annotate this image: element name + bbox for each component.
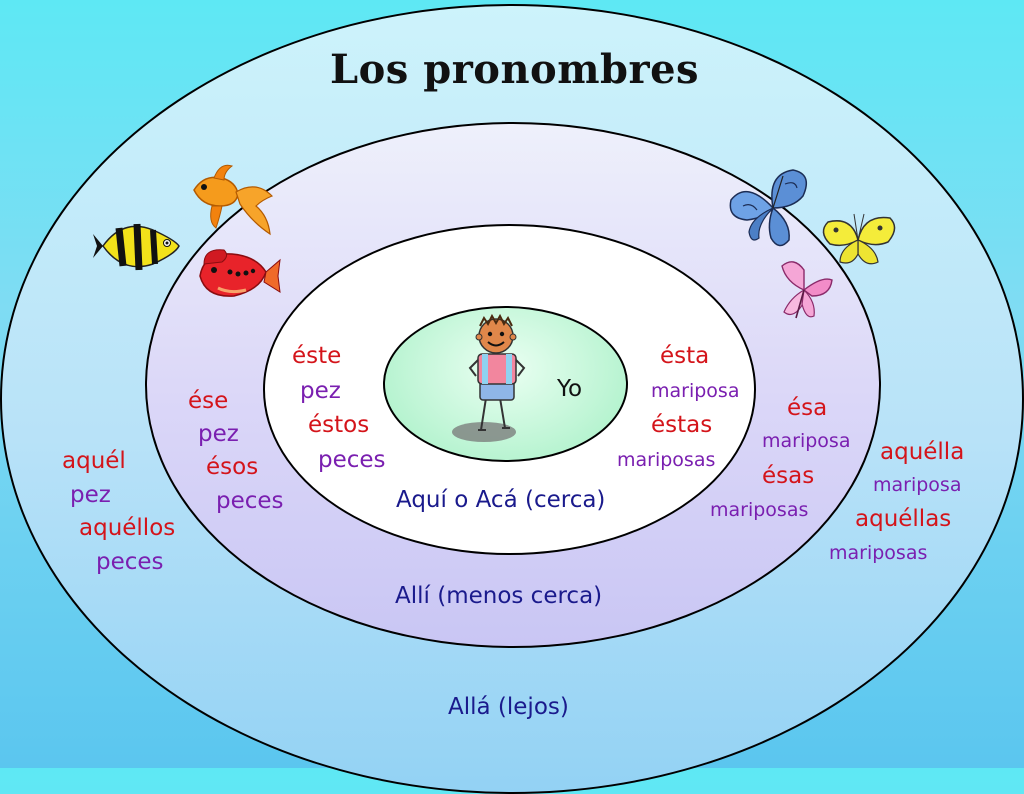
pronoun-este: éste	[292, 343, 342, 369]
pronoun-estos: éstos	[308, 412, 370, 438]
label-aqui: Aquí o Acá (cerca)	[396, 487, 606, 513]
noun-mariposa-mid: mariposa	[762, 430, 851, 452]
yellow-butterfly-icon	[822, 213, 896, 265]
angelfish-icon	[93, 223, 180, 271]
page-title: Los pronombres	[330, 46, 700, 93]
noun-mariposas-mid: mariposas	[710, 499, 809, 521]
pronoun-esta: ésta	[660, 343, 710, 369]
pronoun-aquellos: aquéllos	[79, 515, 176, 541]
pronoun-aquel: aquél	[62, 448, 126, 474]
boy-illustration	[452, 313, 526, 442]
red-fish-icon	[199, 249, 281, 297]
noun-mariposa-far: mariposa	[873, 474, 962, 496]
blue-butterfly-icon	[729, 169, 808, 247]
label-alli: Allí (menos cerca)	[395, 583, 603, 609]
pronoun-diagram: Los pronombres Yo Aquí o Acá (cerca) All…	[0, 4, 1024, 794]
goldfish-icon	[193, 164, 274, 236]
noun-mariposas-near: mariposas	[617, 449, 716, 471]
pronoun-estas: éstas	[651, 412, 713, 438]
noun-peces-near: peces	[318, 447, 386, 473]
pronoun-esos: ésos	[206, 454, 259, 480]
noun-peces-far: peces	[96, 549, 164, 575]
pronoun-ese: ése	[188, 388, 229, 414]
noun-pez-far: pez	[70, 482, 111, 508]
noun-mariposa-near: mariposa	[651, 380, 740, 402]
noun-pez-near: pez	[300, 378, 341, 404]
pronoun-aquella: aquélla	[880, 439, 965, 465]
noun-peces-mid: peces	[216, 488, 284, 514]
pronoun-aquellas: aquéllas	[855, 506, 952, 532]
noun-mariposas-far: mariposas	[829, 542, 928, 564]
label-yo: Yo	[557, 376, 583, 402]
noun-pez-mid: pez	[198, 421, 239, 447]
pink-butterfly-icon	[781, 261, 833, 319]
label-alla: Allá (lejos)	[448, 694, 569, 720]
pronoun-esas: ésas	[762, 463, 815, 489]
pronoun-esa: ésa	[787, 395, 828, 421]
